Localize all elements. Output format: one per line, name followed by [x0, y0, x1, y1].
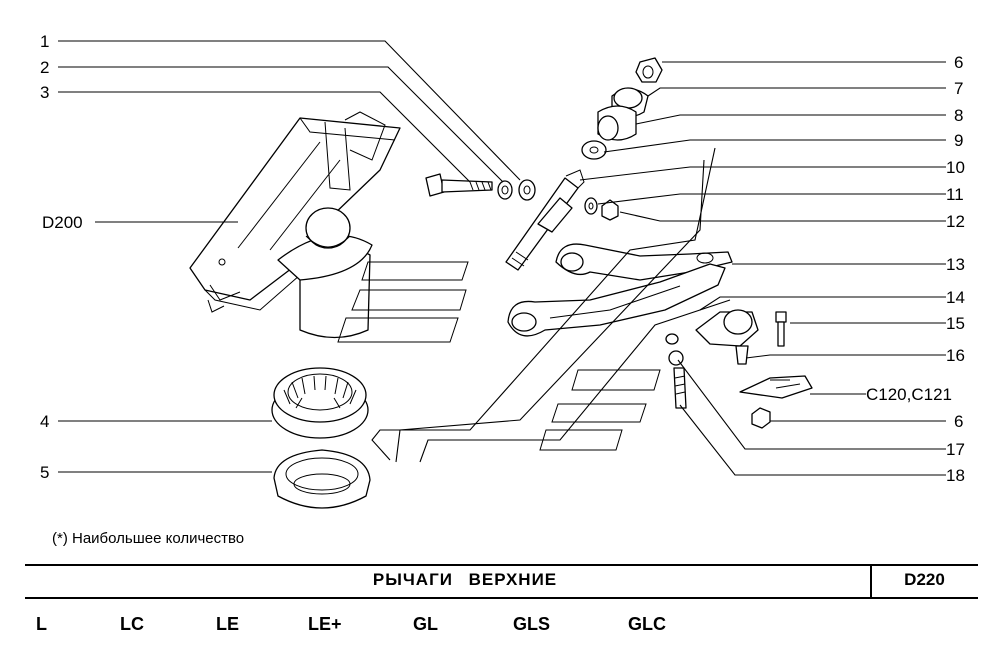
label-11: 11	[946, 185, 964, 204]
label-c120-c121: C120,C121	[866, 385, 952, 404]
label-17: 17	[946, 440, 965, 459]
variant-glc: GLC	[628, 614, 666, 634]
shims-c120-c121	[739, 375, 813, 399]
part-17-washer	[665, 333, 684, 366]
part-9-washer	[581, 140, 607, 160]
part-3-bolt	[425, 173, 493, 197]
variant-l: L	[36, 614, 47, 634]
part-1-washer	[518, 179, 536, 201]
part-15-bolt	[775, 311, 787, 347]
label-14: 14	[946, 288, 965, 307]
label-13: 13	[946, 255, 965, 274]
part-6-nut-lower	[751, 407, 771, 429]
label-12: 12	[946, 212, 965, 231]
variant-row: L LC LE LE+ GL GLS GLC	[0, 614, 1003, 644]
section-code: D220	[904, 570, 945, 589]
part-11-washer	[584, 197, 598, 215]
strut-mount-d200	[189, 111, 401, 339]
variant-gls: GLS	[513, 614, 551, 634]
parts-diagram: 1 2 3 D200 4 5 6 7 8 9 10 11 12 13 14 15…	[40, 32, 965, 509]
label-10: 10	[946, 158, 965, 177]
footnote: (*) Наибольшее количество	[52, 530, 245, 547]
part-14-arm	[507, 263, 726, 337]
label-d200: D200	[42, 213, 83, 232]
label-9: 9	[954, 131, 963, 150]
label-8: 8	[954, 106, 963, 125]
label-4: 4	[40, 412, 49, 431]
label-2: 2	[40, 58, 49, 77]
label-1: 1	[40, 32, 49, 51]
label-6-lower: 6	[954, 412, 963, 431]
part-5-cup	[273, 449, 371, 509]
page-title: РЫЧАГИ ВЕРХНИЕ	[372, 570, 558, 589]
variant-gl: GL	[413, 614, 438, 634]
title-divider	[870, 564, 872, 597]
part-18-bolt	[673, 367, 687, 409]
part-13-arm	[555, 243, 733, 281]
part-8-bushing	[597, 105, 637, 141]
label-6: 6	[954, 53, 963, 72]
leader-frames	[337, 147, 731, 463]
label-18: 18	[946, 466, 965, 485]
title-rule-bottom	[25, 597, 978, 599]
part-16-ball-joint	[695, 309, 759, 365]
variant-le-plus: LE+	[308, 614, 342, 634]
leader-lines	[58, 40, 946, 476]
variant-lc: LC	[120, 614, 144, 634]
title-rule-top	[25, 564, 978, 566]
variant-le: LE	[216, 614, 240, 634]
label-5: 5	[40, 463, 49, 482]
label-3: 3	[40, 83, 49, 102]
part-6-nut	[635, 57, 663, 83]
label-16: 16	[946, 346, 965, 365]
part-4-spring-seat	[271, 367, 369, 439]
label-15: 15	[946, 314, 965, 333]
part-10-axle	[505, 169, 585, 271]
part-2-washer	[497, 180, 513, 200]
label-7: 7	[954, 79, 963, 98]
part-12-nut	[601, 199, 619, 221]
